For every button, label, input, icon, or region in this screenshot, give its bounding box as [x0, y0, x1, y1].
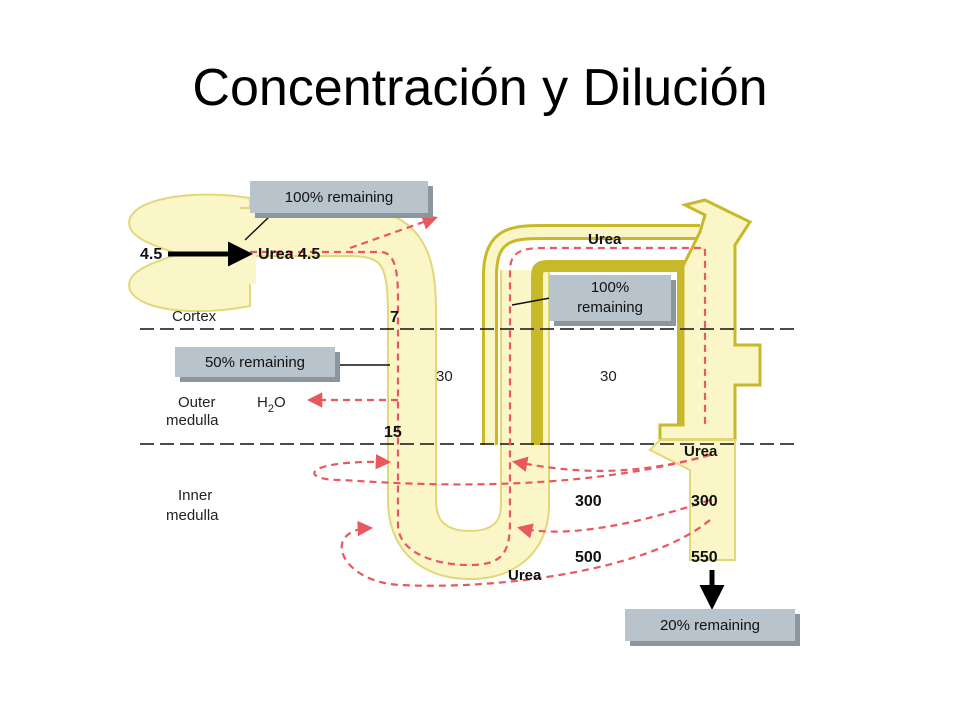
inner-300-left: 300 [575, 493, 602, 510]
box-middle-line-1: 100% [591, 279, 629, 296]
inner-500: 500 [575, 549, 602, 566]
box-top-remaining: 100% remaining [250, 181, 433, 218]
leader-middle-box [511, 297, 551, 306]
water-label: H2O [257, 394, 286, 415]
urea-top-label: Urea [588, 231, 622, 248]
zone-outer-2: medulla [166, 412, 219, 429]
inner-300-right: 300 [691, 493, 718, 510]
urea-entry-label: Urea 4.5 [258, 246, 320, 263]
collecting-duct [648, 198, 762, 561]
urea-flow [250, 214, 711, 587]
urea-recycle-arrow-4 [313, 453, 711, 486]
descending-cortex-value: 7 [390, 309, 399, 326]
medullary-collecting-duct [648, 439, 736, 561]
urea-bottom-label: Urea [508, 567, 542, 584]
interstitium-right-value: 30 [600, 368, 617, 385]
thick-ascending-limb [482, 224, 700, 445]
zone-cortex: Cortex [172, 308, 217, 325]
box-bottom-text: 20% remaining [660, 617, 760, 634]
box-bottom-remaining: 20% remaining [625, 609, 800, 646]
descending-outer-value: 15 [384, 424, 402, 441]
box-top-text: 100% remaining [285, 189, 393, 206]
zone-inner-1: Inner [178, 487, 212, 504]
inflow-value: 4.5 [140, 246, 162, 263]
zone-inner-2: medulla [166, 507, 219, 524]
tubule-junction [232, 240, 256, 284]
box-fifty-text: 50% remaining [205, 354, 305, 371]
urea-reabsorption-arrow [349, 214, 438, 250]
box-middle-remaining: 100% remaining [549, 275, 676, 326]
urea-recycle-arrow-3 [340, 519, 711, 587]
zone-outer-1: Outer [178, 394, 216, 411]
box-middle-line-2: remaining [577, 299, 643, 316]
slide-title: Concentración y Dilución [192, 59, 768, 117]
inner-550: 550 [691, 549, 718, 566]
interstitium-left-value: 30 [436, 368, 453, 385]
urea-recycle-arrow-2 [517, 498, 711, 539]
cortical-collecting-duct [658, 198, 762, 442]
urea-collecting-label: Urea [684, 443, 718, 460]
leader-top-box [244, 215, 271, 241]
box-fifty-remaining: 50% remaining [175, 347, 340, 382]
tubule-urea-path [250, 246, 707, 567]
